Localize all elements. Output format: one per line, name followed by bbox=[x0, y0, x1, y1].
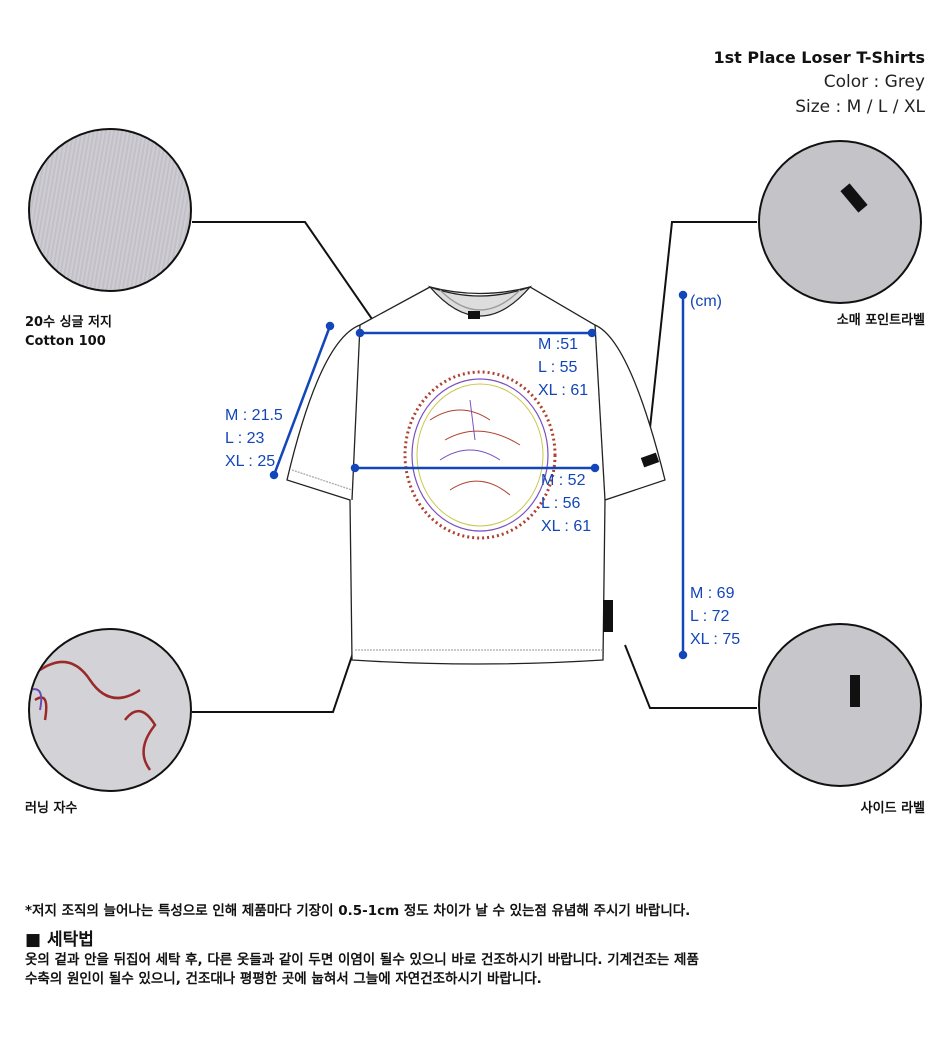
leader-line-fabric bbox=[192, 221, 384, 336]
fabric-detail-circle bbox=[28, 128, 192, 292]
fabric-composition: Cotton 100 bbox=[25, 334, 106, 349]
sleeve-label-detail-circle bbox=[758, 140, 922, 304]
tshirt-diagram bbox=[192, 221, 757, 713]
waist-measurements: M : 52 L : 56 XL : 61 bbox=[541, 472, 592, 535]
tshirt-outline bbox=[286, 285, 666, 665]
chest-measurements: M :51 L : 55 XL : 61 bbox=[538, 336, 589, 399]
length-measurements: M : 69 L : 72 XL : 75 bbox=[690, 585, 741, 648]
side-label-caption: 사이드 라벨 bbox=[860, 801, 925, 816]
sleeve-measurements: M : 21.5 L : 23 XL : 25 bbox=[225, 407, 283, 470]
side-label-detail-circle bbox=[758, 623, 922, 787]
fabric-label: 20수 싱글 저지 bbox=[25, 315, 112, 330]
sleeve-label bbox=[640, 452, 660, 468]
embroidery-detail-circle bbox=[28, 628, 192, 792]
measure-lines bbox=[269, 290, 688, 660]
unit-label: (cm) bbox=[690, 293, 722, 310]
size-disclaimer: *저지 조직의 늘어나는 특성으로 인해 제품마다 기장이 0.5-1cm 정도… bbox=[25, 903, 691, 919]
sleeve-label-caption: 소매 포인트라벨 bbox=[836, 313, 925, 328]
embroidery-caption: 러닝 자수 bbox=[25, 801, 78, 816]
wash-instructions-1: 옷의 겉과 안을 뒤집어 세탁 후, 다른 옷들과 같이 두면 이염이 될수 있… bbox=[25, 952, 699, 968]
wash-title: ■ 세탁법 bbox=[25, 930, 94, 950]
product-size: Size : M / L / XL bbox=[795, 97, 925, 117]
product-color: Color : Grey bbox=[823, 72, 925, 92]
print-graphic bbox=[403, 370, 557, 540]
side-label bbox=[603, 600, 613, 632]
leader-line-sleeve-label bbox=[649, 221, 757, 429]
product-title: 1st Place Loser T-Shirts bbox=[713, 48, 925, 67]
leader-line-side-label bbox=[624, 644, 757, 709]
neck-label bbox=[468, 311, 480, 319]
wash-instructions-2: 수축의 원인이 될수 있으니, 건조대나 평평한 곳에 눕혀서 그늘에 자연건조… bbox=[25, 971, 542, 987]
